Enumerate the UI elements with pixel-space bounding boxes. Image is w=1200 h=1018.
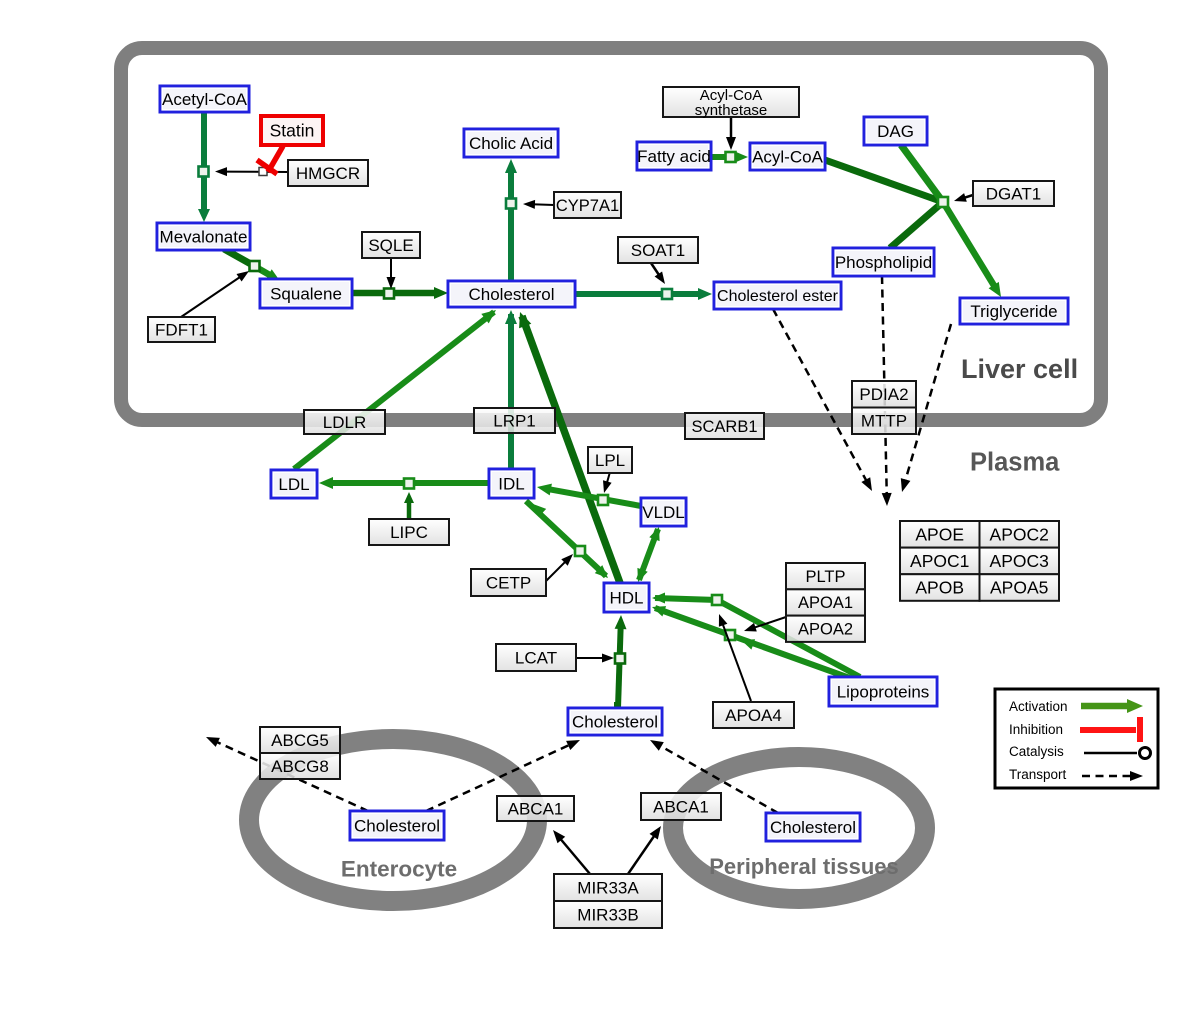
svg-text:IDL: IDL [498, 474, 524, 493]
svg-text:Inhibition: Inhibition [1009, 722, 1063, 737]
svg-text:DGAT1: DGAT1 [986, 184, 1041, 203]
svg-text:APOB: APOB [915, 578, 964, 598]
svg-text:APOE: APOE [915, 525, 964, 545]
svg-text:Acetyl-CoA: Acetyl-CoA [162, 90, 248, 109]
svg-text:SQLE: SQLE [368, 236, 413, 255]
svg-text:Cholic Acid: Cholic Acid [469, 134, 553, 153]
svg-text:Plasma: Plasma [970, 449, 1060, 477]
svg-text:APOA2: APOA2 [798, 621, 853, 639]
svg-text:DAG: DAG [877, 122, 914, 141]
svg-text:LCAT: LCAT [515, 649, 557, 668]
svg-text:HMGCR: HMGCR [296, 164, 360, 183]
svg-text:Fatty acid: Fatty acid [637, 147, 711, 166]
svg-text:LRP1: LRP1 [493, 411, 536, 430]
svg-text:synthetase: synthetase [695, 102, 768, 119]
svg-text:Cholesterol: Cholesterol [469, 285, 555, 304]
svg-text:Enterocyte: Enterocyte [341, 856, 457, 881]
svg-text:LDL: LDL [278, 475, 309, 494]
svg-text:FDFT1: FDFT1 [155, 320, 208, 339]
svg-text:MIR33A: MIR33A [577, 879, 639, 898]
svg-text:HDL: HDL [609, 589, 643, 608]
svg-text:MIR33B: MIR33B [577, 906, 638, 925]
svg-text:Cholesterol: Cholesterol [770, 818, 856, 837]
svg-text:CYP7A1: CYP7A1 [556, 197, 619, 215]
svg-text:Activation: Activation [1009, 699, 1068, 714]
svg-text:Lipoproteins: Lipoproteins [837, 683, 930, 702]
svg-text:Triglyceride: Triglyceride [970, 302, 1057, 321]
svg-text:ABCA1: ABCA1 [508, 800, 564, 819]
svg-text:Phospholipid: Phospholipid [835, 253, 932, 272]
svg-text:Mevalonate: Mevalonate [160, 227, 248, 246]
svg-text:Squalene: Squalene [270, 284, 342, 303]
svg-text:APOA5: APOA5 [990, 578, 1048, 598]
svg-text:CETP: CETP [486, 574, 531, 593]
svg-text:VLDL: VLDL [642, 503, 685, 522]
svg-text:Cholesterol: Cholesterol [572, 713, 658, 732]
svg-text:LDLR: LDLR [323, 413, 366, 432]
svg-text:SCARB1: SCARB1 [691, 418, 757, 436]
svg-text:ABCG8: ABCG8 [271, 757, 329, 776]
svg-text:ABCG5: ABCG5 [271, 731, 329, 750]
svg-text:APOC1: APOC1 [910, 551, 969, 571]
svg-text:ABCA1: ABCA1 [653, 798, 709, 817]
svg-text:Acyl-CoA: Acyl-CoA [752, 147, 824, 166]
svg-text:Cholesterol: Cholesterol [354, 817, 440, 836]
svg-text:Liver cell: Liver cell [961, 354, 1078, 384]
svg-text:LIPC: LIPC [390, 523, 428, 542]
svg-text:APOA4: APOA4 [725, 706, 782, 725]
svg-text:SOAT1: SOAT1 [631, 241, 685, 260]
svg-text:PLTP: PLTP [805, 568, 845, 586]
svg-text:Transport: Transport [1009, 767, 1067, 782]
svg-text:Catalysis: Catalysis [1009, 744, 1064, 759]
svg-text:APOA1: APOA1 [798, 594, 853, 612]
svg-text:MTTP: MTTP [861, 412, 907, 431]
svg-text:LPL: LPL [595, 451, 625, 470]
svg-text:Statin: Statin [270, 121, 315, 141]
svg-text:PDIA2: PDIA2 [859, 385, 908, 404]
svg-text:APOC3: APOC3 [990, 551, 1049, 571]
svg-text:Cholesterol ester: Cholesterol ester [717, 288, 839, 305]
svg-text:APOC2: APOC2 [990, 525, 1049, 545]
svg-text:Peripheral tissues: Peripheral tissues [709, 854, 899, 879]
